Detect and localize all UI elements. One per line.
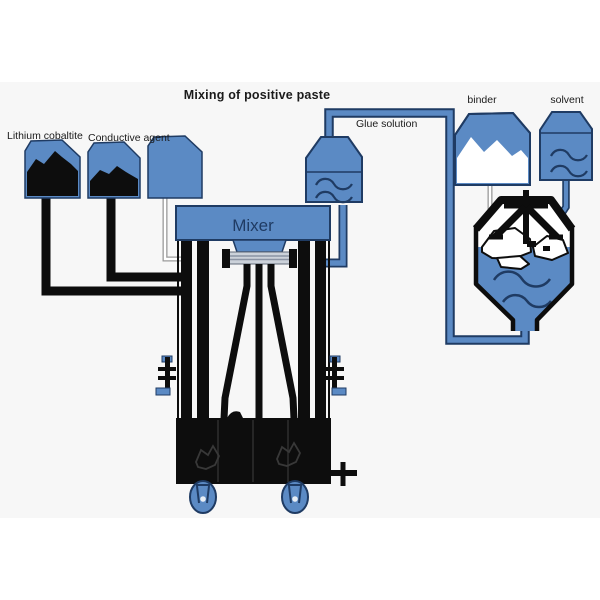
mixer-coupling [226, 251, 293, 265]
pipe-vessel-loop [326, 110, 528, 343]
caster-hub-left [200, 496, 206, 502]
vessel-wave-1 [492, 270, 552, 288]
mixer-head-box [175, 205, 331, 241]
hopper-third [147, 135, 203, 199]
piping [41, 108, 570, 345]
mixer-leg-left-outer [181, 240, 192, 419]
coupling-bolt-left [222, 249, 230, 268]
hopper-lithium-cobaltite [24, 139, 81, 199]
clamp-left [155, 355, 176, 396]
solvent-wave-1 [550, 148, 588, 162]
mixer-machine: Mixer [155, 205, 357, 514]
foam-clump-2 [532, 235, 569, 261]
glue-wave-2 [315, 190, 353, 204]
caster-fork-right [288, 484, 302, 504]
pipe-conductive-to-mixer [106, 198, 186, 282]
solvent-wave-2 [550, 164, 588, 178]
label-binder: binder [467, 94, 497, 106]
stirrer-nub-1 [527, 241, 536, 247]
label-glue-solution: Glue solution [356, 118, 417, 130]
foam-clump-3 [496, 255, 530, 270]
pipe-lithium-to-mixer [41, 198, 186, 296]
glue-tank-body [305, 136, 363, 203]
binder-content [457, 137, 528, 183]
vessel-walls [473, 225, 575, 331]
solvent-body [539, 111, 593, 181]
label-solvent: solvent [550, 94, 583, 106]
binder-hopper [454, 111, 531, 186]
lithium-powder-mound [27, 151, 78, 196]
caster-hub-right [292, 496, 298, 502]
coupling-bolt-right [289, 249, 297, 268]
solvent-tank [539, 111, 593, 181]
mixer-leg-right-outer [315, 240, 326, 419]
agitator-shaft-left [220, 264, 251, 420]
tank-top-bump [227, 411, 243, 418]
conductive-powder-mound [90, 166, 138, 196]
caster-wheel-right [281, 480, 309, 514]
mixer-frame-lines [177, 240, 330, 418]
caster-fork-left [196, 484, 210, 504]
tank-scribble-left [195, 444, 221, 470]
mixer-neck [231, 239, 288, 253]
vessel-liquid [476, 247, 572, 331]
glue-wave-1 [315, 177, 353, 191]
mixer-leg-left-inner [197, 240, 209, 419]
glue-solution-tank [305, 136, 363, 204]
binder-outline [454, 111, 531, 186]
vessel-wave-2 [501, 293, 552, 309]
stirrer-nub-2 [543, 246, 550, 251]
diagram-title: Mixing of positive paste [184, 88, 331, 102]
hopper-third-body [147, 135, 203, 199]
mixer-leg-right-inner [298, 240, 310, 419]
label-lithium-cobaltite: Lithium cobaltite [7, 130, 83, 142]
mixer-label: Mixer [232, 216, 274, 235]
caster-wheel-left [189, 480, 217, 514]
stirrer-arms [492, 204, 560, 240]
label-conductive-agent: Conductive agent [88, 132, 170, 144]
coupling-stripes [228, 255, 291, 261]
hopper-conductive-agent [87, 141, 141, 199]
agitator-shaft-right [267, 264, 298, 420]
tank-scribble-right [276, 441, 302, 467]
mixing-vessel [472, 190, 576, 331]
clamp-right [326, 355, 347, 396]
